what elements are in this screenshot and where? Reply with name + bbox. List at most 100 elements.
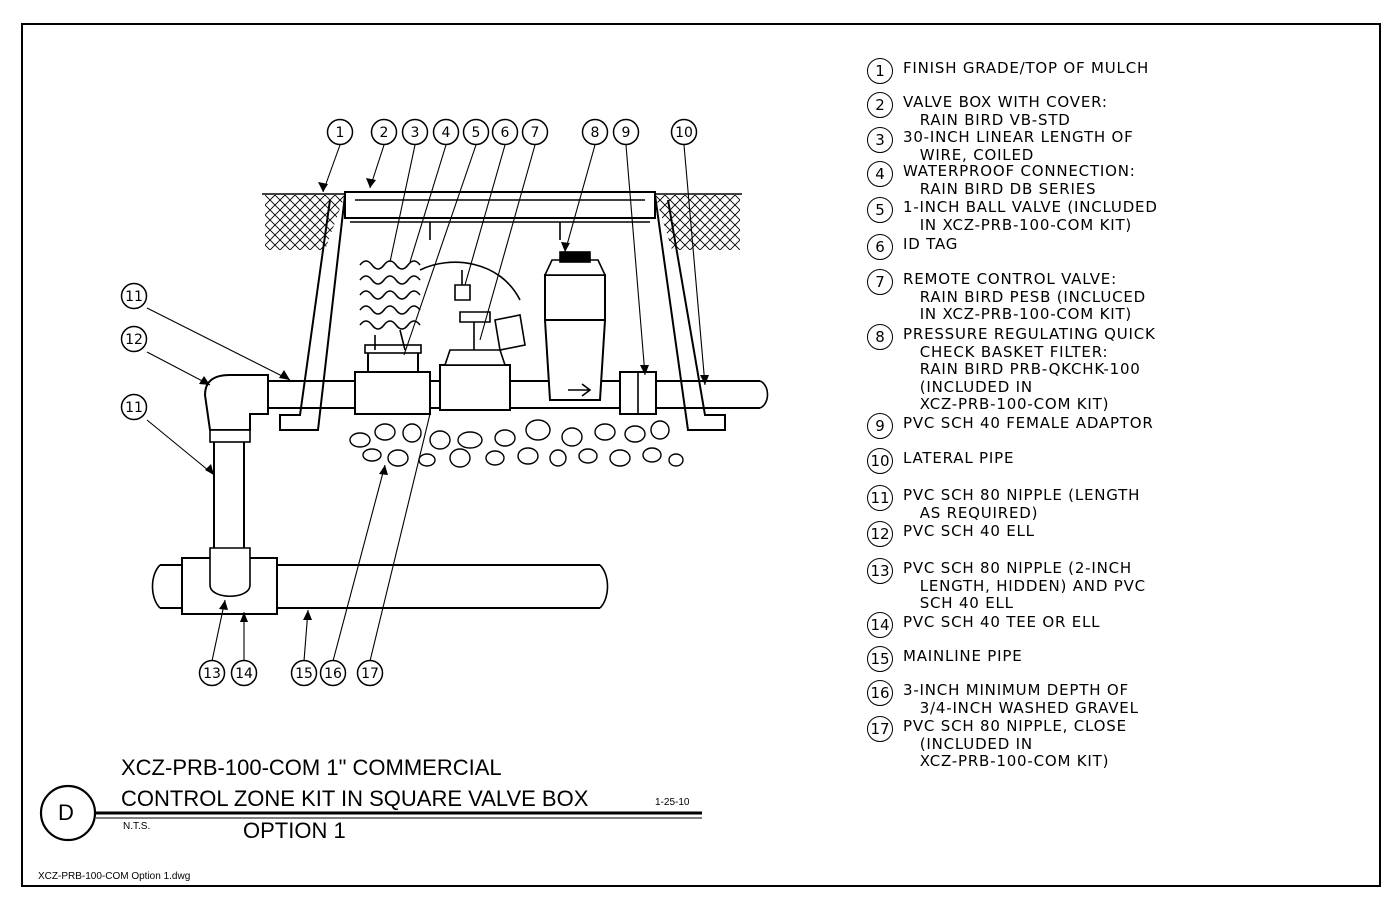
legend-text: PVC SCH 80 NIPPLE (LENGTH AS REQUIRED): [903, 486, 1141, 522]
callout-circle: [356, 659, 384, 687]
callout-number: 5: [472, 125, 481, 141]
callout-13: 13: [198, 659, 226, 687]
callout-number: 1: [336, 125, 345, 141]
callout-circle: [120, 325, 148, 353]
callout-circle: [581, 118, 609, 146]
title-block: [39, 784, 702, 842]
legend-text: PRESSURE REGULATING QUICK CHECK BASKET F…: [903, 325, 1156, 414]
legend-number: 4: [867, 161, 893, 187]
legend-text: PVC SCH 80 NIPPLE (2-INCH LENGTH, HIDDEN…: [903, 559, 1146, 613]
drawing-border: [21, 23, 1381, 887]
legend-number: 1: [867, 58, 893, 84]
legend-number: 8: [867, 324, 893, 350]
callout-11: 11: [120, 282, 148, 310]
callout-number: 4: [442, 125, 451, 141]
legend-text: FINISH GRADE/TOP OF MULCH: [903, 59, 1150, 77]
pvc-ell: [203, 374, 269, 431]
callout-2: 2: [370, 118, 398, 146]
callout-circle: [670, 118, 698, 146]
legend-number: 14: [867, 612, 893, 638]
legend-text: MAINLINE PIPE: [903, 647, 1023, 665]
valve-box-wall-left: [279, 194, 346, 431]
legend-number: 16: [867, 680, 893, 706]
remote-control-valve: [439, 364, 511, 411]
title-line-1: XCZ-PRB-100-COM 1" COMMERCIAL: [121, 755, 502, 780]
legend-number: 10: [867, 448, 893, 474]
callout-number: 6: [501, 125, 510, 141]
callout-number: 9: [622, 125, 631, 141]
legend-text: 3-INCH MINIMUM DEPTH OF 3/4-INCH WASHED …: [903, 681, 1139, 717]
callout-circle: [326, 118, 354, 146]
callout-5: 5: [462, 118, 490, 146]
ball-valve: [354, 371, 431, 415]
legend-number: 5: [867, 197, 893, 223]
legend-text: PVC SCH 80 NIPPLE, CLOSE (INCLUDED IN XC…: [903, 717, 1127, 771]
callout-number: 2: [380, 125, 389, 141]
callout-number: 15: [295, 666, 313, 682]
callout-16: 16: [319, 659, 347, 687]
callout-17: 17: [356, 659, 384, 687]
legend-number: 2: [867, 92, 893, 118]
callout-8: 8: [581, 118, 609, 146]
callout-circle: [462, 118, 490, 146]
legend-text: PVC SCH 40 ELL: [903, 522, 1035, 540]
option-label: OPTION 1: [243, 818, 346, 843]
callout-circle: [230, 659, 258, 687]
callout-circle: [432, 118, 460, 146]
callout-circle: [120, 393, 148, 421]
callout-circle: [401, 118, 429, 146]
callout-14: 14: [230, 659, 258, 687]
callout-circle: [491, 118, 519, 146]
detail-letter: D: [58, 800, 74, 825]
callout-9: 9: [612, 118, 640, 146]
legend-text: LATERAL PIPE: [903, 449, 1015, 467]
riser-nipple: [213, 430, 245, 548]
callout-circle: [319, 659, 347, 687]
coiled-wire: [359, 260, 421, 330]
scale-note: N.T.S.: [123, 821, 151, 832]
legend-text: WATERPROOF CONNECTION: RAIN BIRD DB SERI…: [903, 162, 1136, 198]
legend-text: VALVE BOX WITH COVER: RAIN BIRD VB-STD: [903, 93, 1108, 129]
callout-number: 16: [324, 666, 342, 682]
leader-arrows: [199, 178, 709, 622]
legend-text: 1-INCH BALL VALVE (INCLUDED IN XCZ-PRB-1…: [903, 198, 1158, 234]
callout-number: 11: [125, 289, 143, 305]
callout-6: 6: [491, 118, 519, 146]
legend-number: 6: [867, 234, 893, 260]
callout-number: 13: [203, 666, 221, 682]
callout-number: 14: [235, 666, 253, 682]
legend-number: 12: [867, 521, 893, 547]
valve-box-wall-right: [654, 194, 726, 431]
legend-number: 11: [867, 485, 893, 511]
legend-text: REMOTE CONTROL VALVE: RAIN BIRD PESB (IN…: [903, 270, 1147, 324]
legend-text: ID TAG: [903, 235, 959, 253]
callout-number: 10: [675, 125, 693, 141]
callout-15: 15: [290, 659, 318, 687]
filename: XCZ-PRB-100-COM Option 1.dwg: [38, 871, 191, 882]
callout-circle: [198, 659, 226, 687]
legend-text: PVC SCH 40 FEMALE ADAPTOR: [903, 414, 1154, 432]
soil-left: [265, 195, 345, 250]
callout-4: 4: [432, 118, 460, 146]
callout-7: 7: [521, 118, 549, 146]
legend-number: 13: [867, 558, 893, 584]
legend-number: 9: [867, 413, 893, 439]
valve-box-lid: [344, 191, 656, 219]
basket-filter: [544, 274, 606, 321]
callout-number: 11: [125, 400, 143, 416]
callout-number: 7: [531, 125, 540, 141]
callout-11: 11: [120, 393, 148, 421]
legend-text: PVC SCH 40 TEE OR ELL: [903, 613, 1101, 631]
title-line-2: CONTROL ZONE KIT IN SQUARE VALVE BOX: [121, 786, 589, 811]
callout-3: 3: [401, 118, 429, 146]
callout-number: 8: [591, 125, 600, 141]
callout-circle: [612, 118, 640, 146]
legend-number: 17: [867, 716, 893, 742]
callout-12: 12: [120, 325, 148, 353]
callout-number: 12: [125, 332, 143, 348]
callout-circle: [521, 118, 549, 146]
legend-text: 30-INCH LINEAR LENGTH OF WIRE, COILED: [903, 128, 1134, 164]
legend-number: 15: [867, 646, 893, 672]
